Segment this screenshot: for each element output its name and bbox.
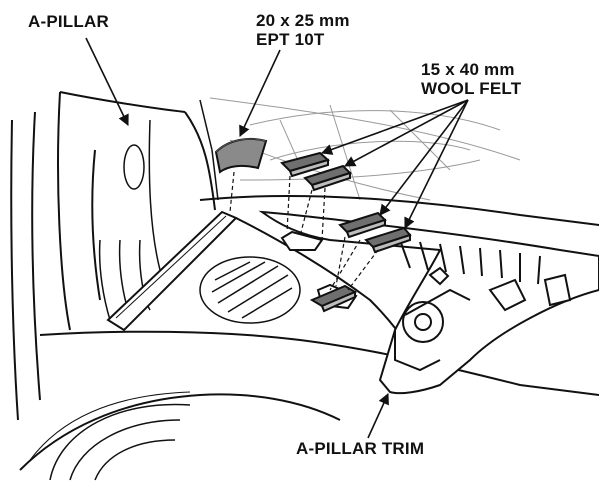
placement-guides <box>229 171 379 291</box>
a-pillar-label: A-PILLAR <box>28 12 109 31</box>
ept-size-text: 20 x 25 mm <box>256 11 350 30</box>
a-pillar-trim-text: A-PILLAR TRIM <box>296 439 425 458</box>
vertical-trim-strip <box>106 210 238 332</box>
felt-size-text: 15 x 40 mm <box>421 60 515 79</box>
a-pillar-text: A-PILLAR <box>28 12 109 31</box>
a-pillar-trim-label: A-PILLAR TRIM <box>296 439 424 458</box>
ept-pad <box>214 137 268 174</box>
ept-pad-label: 20 x 25 mm EPT 10T <box>256 11 350 49</box>
ept-material-text: EPT 10T <box>256 30 325 49</box>
felt-material-text: WOOL FELT <box>421 79 522 98</box>
lower-vent <box>49 403 191 481</box>
dashboard-vent <box>199 256 301 324</box>
wool-felt-pads <box>280 151 412 313</box>
a-pillar-body <box>10 91 219 421</box>
wool-felt-label: 15 x 40 mm WOOL FELT <box>421 60 521 98</box>
leader-arrows <box>85 37 469 439</box>
